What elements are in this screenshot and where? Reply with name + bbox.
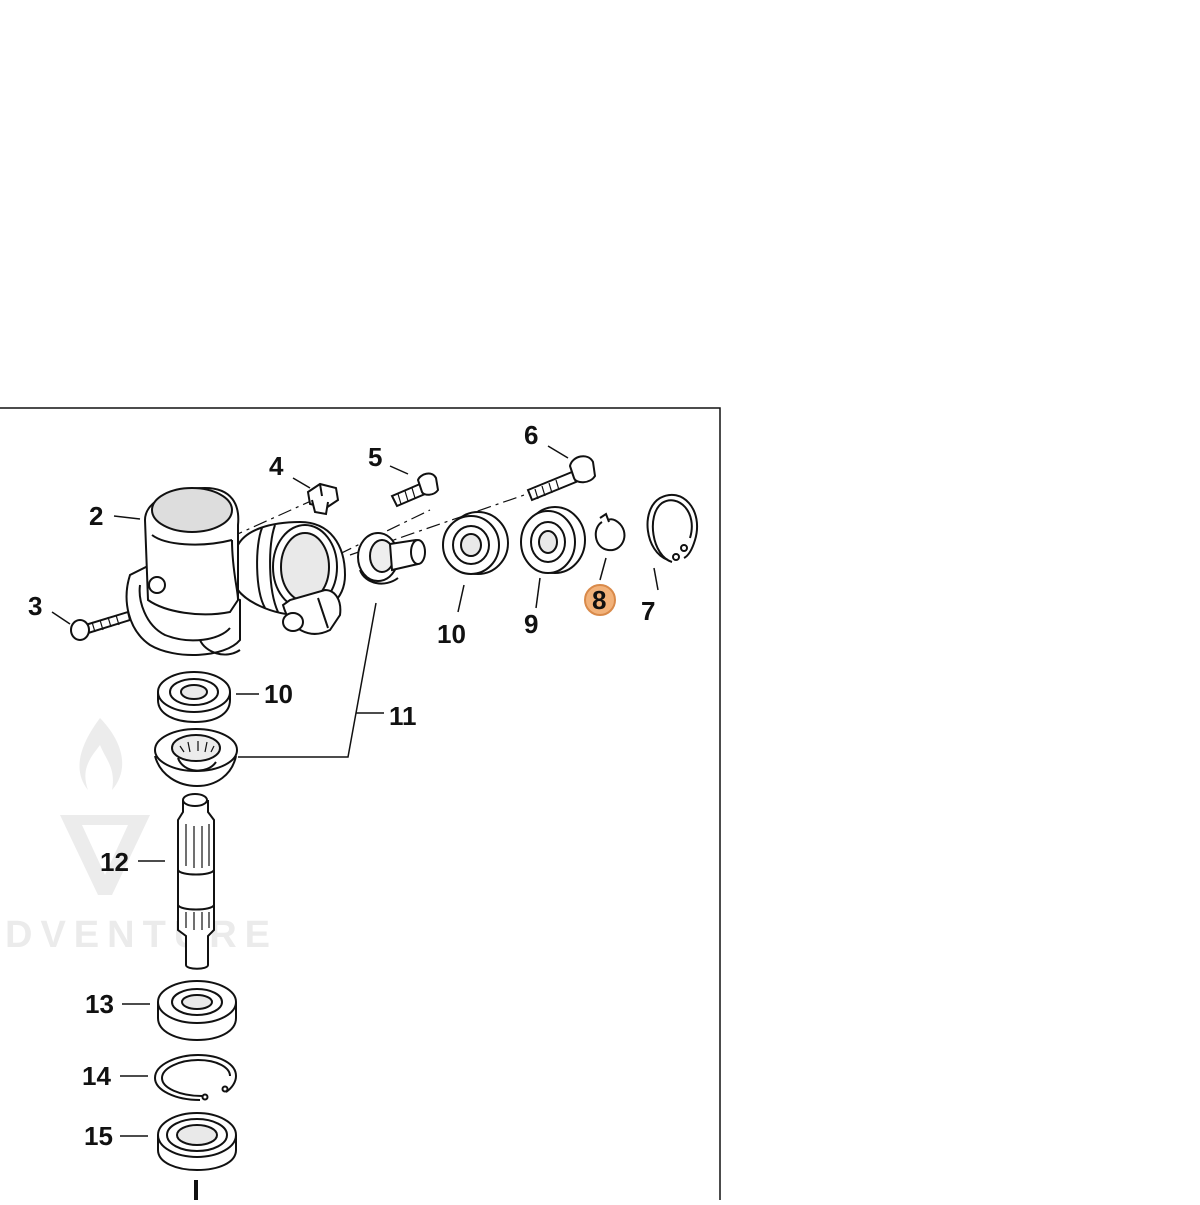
callout-8[interactable]: 8 (592, 585, 606, 615)
callout-10-left[interactable]: 10 (264, 679, 293, 709)
callout-13[interactable]: 13 (85, 989, 114, 1019)
hex-screw-part-4[interactable] (306, 482, 340, 516)
bearing-part-9[interactable] (520, 506, 586, 574)
retaining-ring-part-7[interactable] (646, 493, 698, 563)
leader-lines (51, 445, 659, 1137)
bevel-gear-part-11[interactable] (154, 728, 238, 788)
snap-ring-part-14[interactable] (153, 1053, 238, 1101)
callout-2[interactable]: 2 (89, 501, 103, 531)
diagram-frame (0, 407, 721, 1200)
callout-5[interactable]: 5 (368, 442, 382, 472)
screw-part-3[interactable] (70, 610, 132, 641)
watermark: DVENTURE (5, 718, 278, 956)
watermark-text: DVENTURE (5, 914, 278, 956)
seal-part-15[interactable] (157, 1112, 237, 1172)
bevel-pinion-part-11[interactable] (357, 532, 426, 585)
callout-9[interactable]: 9 (524, 609, 538, 639)
callout-10-right[interactable]: 10 (437, 619, 466, 649)
callout-14[interactable]: 14 (82, 1061, 111, 1091)
bearing-part-13[interactable] (157, 980, 237, 1042)
circlip-part-8[interactable] (594, 512, 626, 552)
callout-15[interactable]: 15 (84, 1121, 113, 1151)
watermark-flame-icon (79, 718, 123, 790)
callouts: 2 3 4 5 6 7 8 9 10 10 11 12 13 14 15 (28, 420, 655, 1151)
screw-part-5[interactable] (390, 472, 440, 508)
callout-6[interactable]: 6 (524, 420, 538, 450)
callout-3[interactable]: 3 (28, 591, 42, 621)
shaft-part-12[interactable] (177, 793, 215, 970)
callout-11[interactable]: 11 (389, 701, 417, 731)
bearing-part-10-left[interactable] (157, 671, 231, 724)
watermark-v-icon (60, 815, 150, 895)
bearing-part-10-right[interactable] (442, 511, 509, 575)
callout-4[interactable]: 4 (269, 451, 284, 481)
gearbox-housing[interactable] (125, 486, 347, 657)
callout-8-highlight (584, 584, 616, 616)
callout-12[interactable]: 12 (100, 847, 129, 877)
screw-part-6[interactable] (526, 455, 597, 502)
callout-7[interactable]: 7 (641, 596, 655, 626)
